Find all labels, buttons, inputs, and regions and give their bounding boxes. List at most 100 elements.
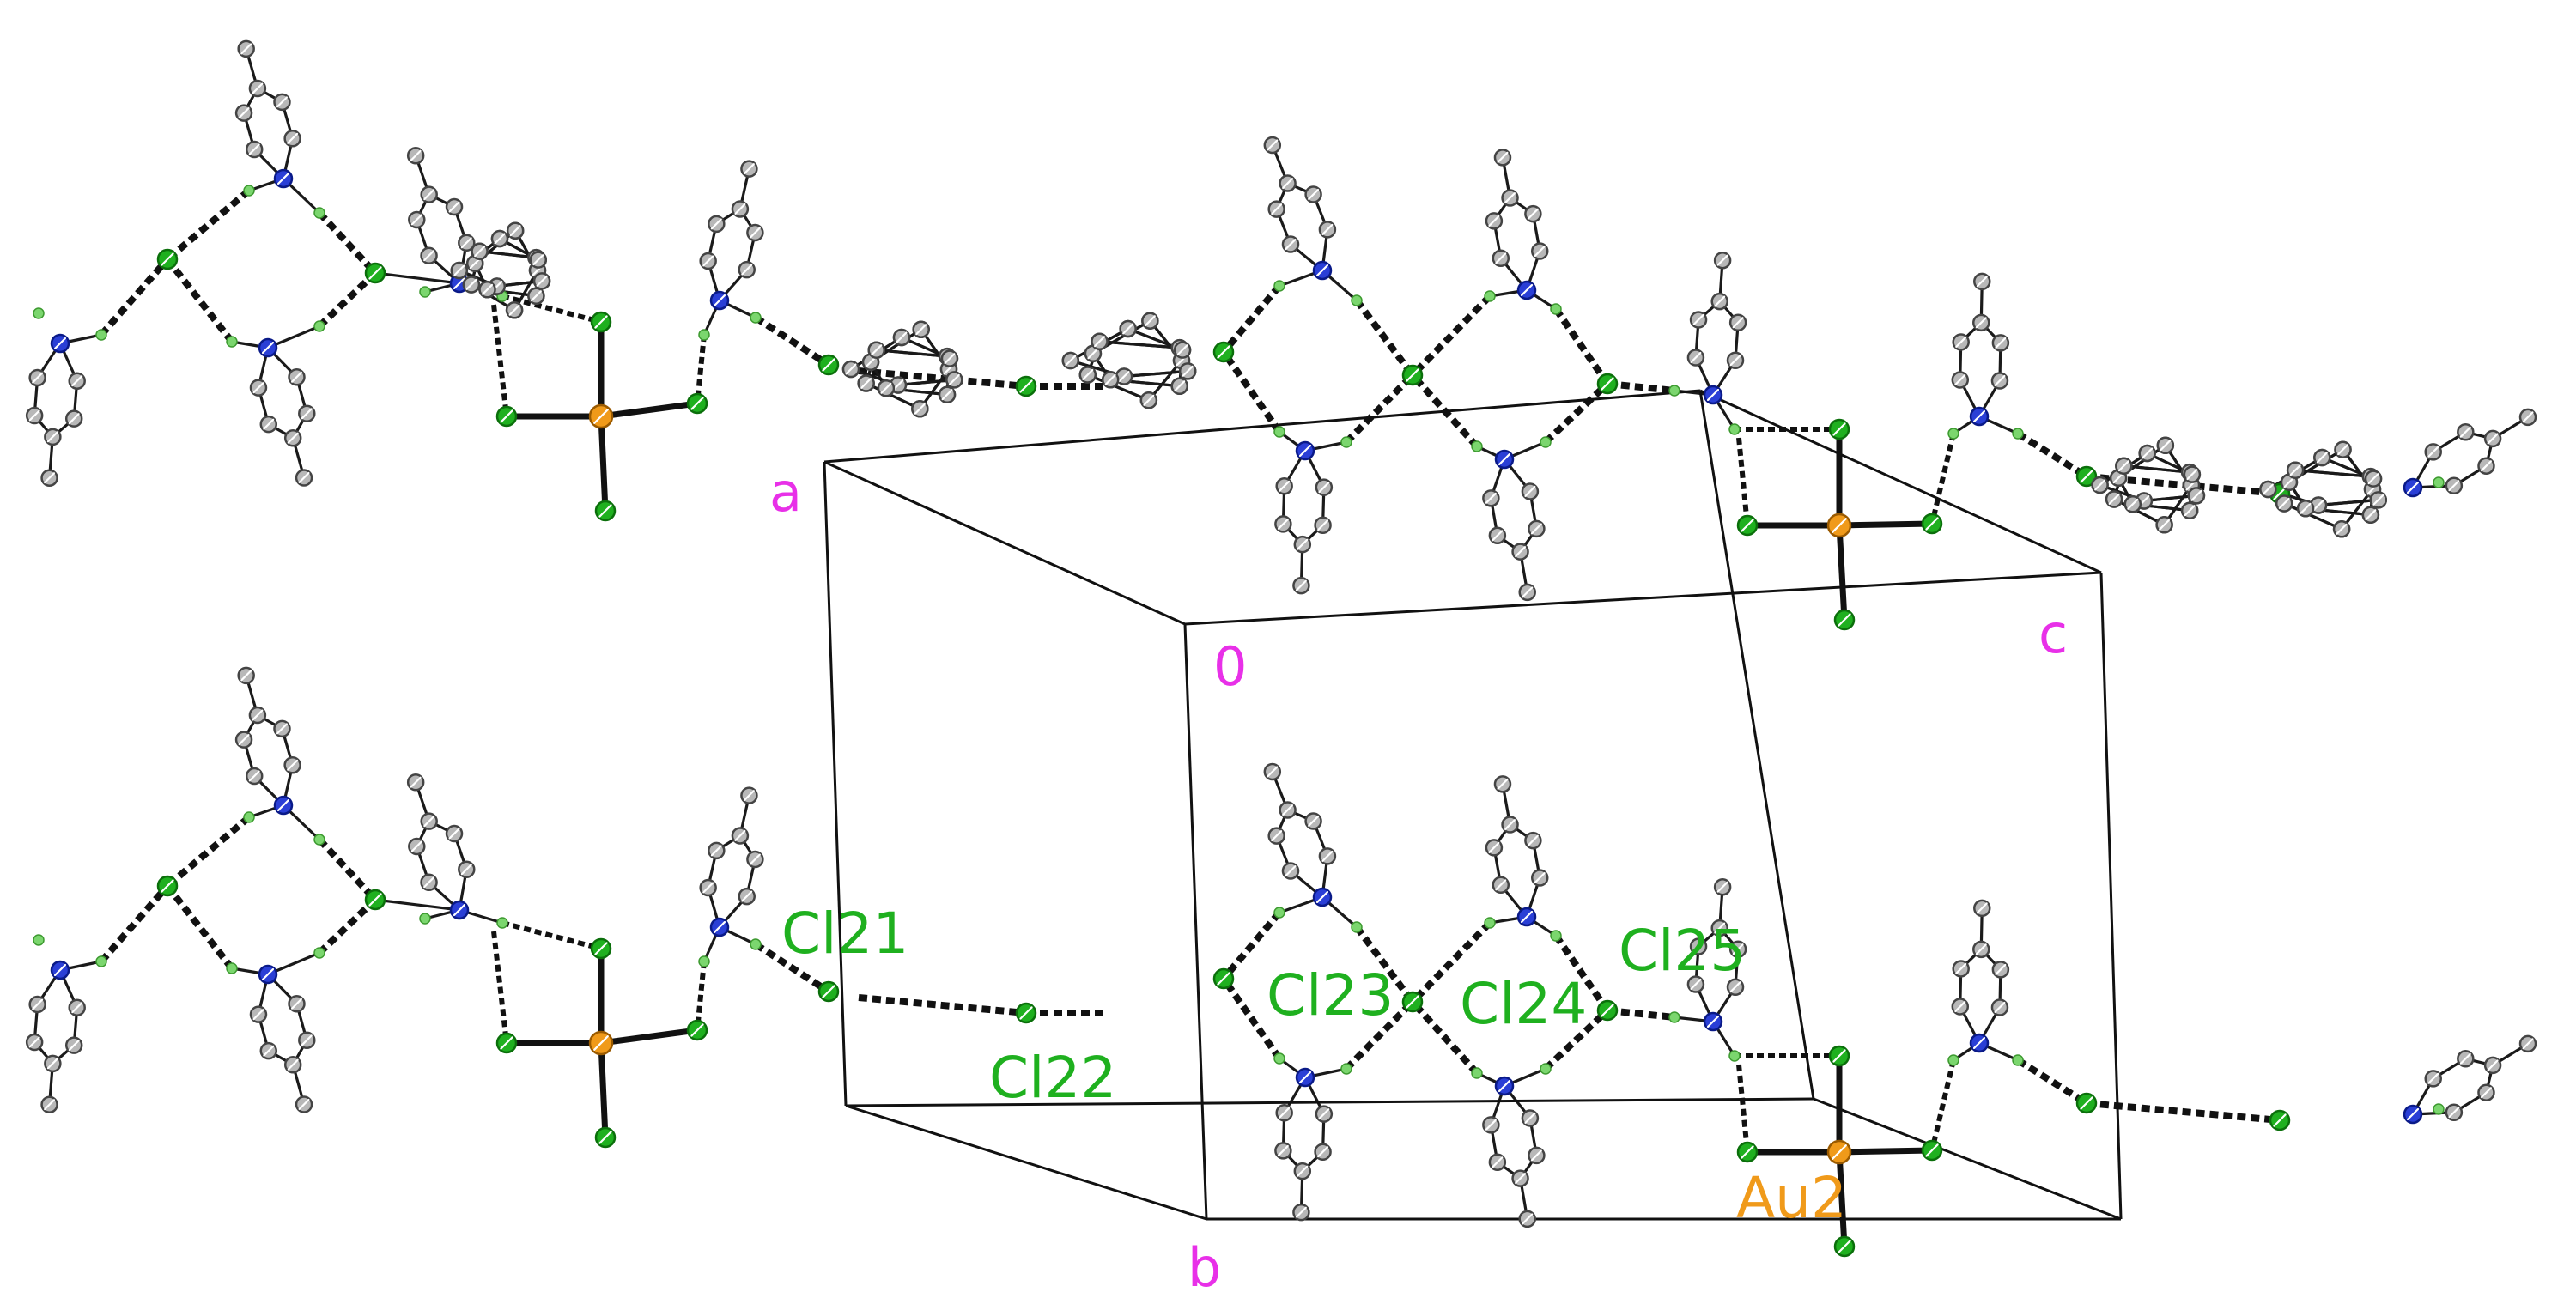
gold-atom bbox=[1826, 513, 1852, 538]
carbon-atom bbox=[1952, 333, 1970, 351]
hydrogen-bond bbox=[501, 920, 602, 951]
hydrogen-sphere bbox=[496, 917, 508, 929]
chlorine-atom bbox=[1401, 364, 1424, 386]
hydrogen-sphere bbox=[419, 286, 431, 298]
carbon-atom bbox=[273, 93, 291, 112]
carbon-octant-mark bbox=[1729, 981, 1741, 993]
carbon-octant-mark bbox=[1104, 373, 1116, 385]
carbon-atom bbox=[940, 349, 959, 367]
carbon-atom bbox=[420, 873, 438, 891]
chlorine-atom bbox=[1736, 1141, 1759, 1163]
carbon-atom bbox=[462, 276, 481, 294]
carbon-octant-mark bbox=[1522, 586, 1534, 598]
carbon-octant-mark bbox=[238, 107, 250, 119]
carbon-atom bbox=[2483, 1056, 2502, 1075]
hydrogen-atom bbox=[496, 917, 508, 929]
nitrogen-atom bbox=[1494, 1076, 1515, 1096]
gold-octant-mark bbox=[593, 1035, 609, 1051]
cage-bond bbox=[1097, 340, 1182, 349]
carbon-octant-mark bbox=[1485, 1119, 1497, 1131]
carbon-atom bbox=[746, 850, 764, 869]
chlorine-octant-mark bbox=[690, 1023, 704, 1037]
carbon-octant-mark bbox=[71, 1002, 83, 1014]
carbon-octant-mark bbox=[1285, 239, 1297, 251]
carbon-atom bbox=[1485, 839, 1504, 857]
carbon-atom bbox=[1713, 877, 1732, 896]
chlorine-octant-mark bbox=[1925, 517, 1939, 531]
carbon-atom bbox=[1318, 847, 1337, 865]
carbon-atom bbox=[1315, 1105, 1334, 1123]
carbon-octant-mark bbox=[1182, 365, 1194, 377]
carbon-atom bbox=[288, 368, 306, 386]
chlorine-atom bbox=[686, 1019, 708, 1041]
carbon-octant-mark bbox=[298, 471, 310, 483]
carbon-atom bbox=[28, 368, 46, 387]
hydrogen-bond bbox=[164, 883, 235, 971]
chlorine-atom bbox=[817, 354, 840, 376]
hydrogen-atom bbox=[1728, 1050, 1741, 1062]
chlorine-octant-mark bbox=[2080, 1096, 2093, 1110]
carbon-octant-mark bbox=[2337, 444, 2349, 456]
carbon-octant-mark bbox=[423, 250, 435, 262]
carbon-octant-mark bbox=[1093, 336, 1105, 348]
carbon-atom bbox=[1728, 313, 1747, 331]
nitrogen-atom bbox=[1312, 260, 1333, 281]
hydrogen-atom bbox=[1351, 921, 1363, 933]
hydrogen-bond bbox=[753, 941, 831, 995]
hydrogen-bond bbox=[753, 314, 831, 368]
carbon-atom bbox=[1482, 489, 1500, 507]
nitrogen-octant-mark bbox=[276, 172, 290, 185]
carbon-atom bbox=[2518, 408, 2537, 427]
carbon-atom bbox=[2155, 516, 2173, 534]
carbon-octant-mark bbox=[734, 203, 746, 215]
nitrogen-octant-mark bbox=[1520, 910, 1534, 924]
carbon-atom bbox=[1119, 319, 1137, 338]
carbon-atom bbox=[259, 1041, 278, 1060]
atom-label-cl25: Cl25 bbox=[1619, 918, 1746, 984]
carbon-atom bbox=[1726, 978, 1745, 996]
carbon-octant-mark bbox=[1690, 978, 1702, 990]
hydrogen-bond bbox=[165, 814, 252, 889]
carbon-atom bbox=[1973, 272, 1991, 291]
chlorine-atom bbox=[1401, 991, 1424, 1013]
carbon-atom bbox=[1713, 251, 1732, 270]
carbon-octant-mark bbox=[287, 132, 299, 144]
carbon-octant-mark bbox=[1321, 850, 1334, 862]
cage-bond bbox=[865, 381, 921, 410]
carbon-atom bbox=[2364, 470, 2383, 488]
chlorine-octant-mark bbox=[1838, 1240, 1851, 1253]
axis-label-b: b bbox=[1188, 1236, 1221, 1292]
nitrogen-atom bbox=[1516, 907, 1537, 927]
hydrogen-atom bbox=[750, 938, 762, 950]
carbon-atom bbox=[1279, 801, 1297, 819]
carbon-atom bbox=[1952, 960, 1970, 978]
hydrogen-sphere bbox=[313, 320, 325, 332]
chlorine-atom bbox=[590, 937, 612, 960]
carbon-atom bbox=[1101, 371, 1120, 389]
carbon-octant-mark bbox=[1524, 1112, 1536, 1124]
carbon-atom bbox=[1521, 482, 1540, 500]
n-h-bond bbox=[374, 271, 461, 285]
carbon-octant-mark bbox=[248, 143, 260, 155]
carbon-atom bbox=[234, 731, 253, 749]
carbon-atom bbox=[1493, 149, 1512, 167]
hydrogen-sphere bbox=[1340, 436, 1352, 448]
au-cl-bond bbox=[1836, 522, 1848, 623]
carbon-atom bbox=[2313, 448, 2331, 467]
chlorine-octant-mark bbox=[1741, 1145, 1754, 1159]
nitrogen-octant-mark bbox=[261, 967, 275, 981]
hydrogen-atom bbox=[1728, 423, 1741, 435]
carbon-octant-mark bbox=[1994, 1001, 2006, 1013]
carbon-atom bbox=[877, 379, 896, 397]
carbon-octant-mark bbox=[68, 413, 80, 425]
carbon-atom bbox=[1991, 334, 2010, 352]
chlorine-atom bbox=[1596, 373, 1619, 395]
carbon-octant-mark bbox=[1295, 579, 1307, 591]
atom-label-cl22: Cl22 bbox=[989, 1045, 1116, 1111]
chlorine-atom bbox=[495, 405, 518, 428]
chlorine-atom bbox=[2075, 465, 2098, 488]
carbon-atom bbox=[2115, 457, 2133, 475]
chlorine-atom bbox=[156, 248, 179, 270]
carbon-atom bbox=[1991, 961, 2010, 979]
carbon-atom bbox=[248, 79, 267, 98]
